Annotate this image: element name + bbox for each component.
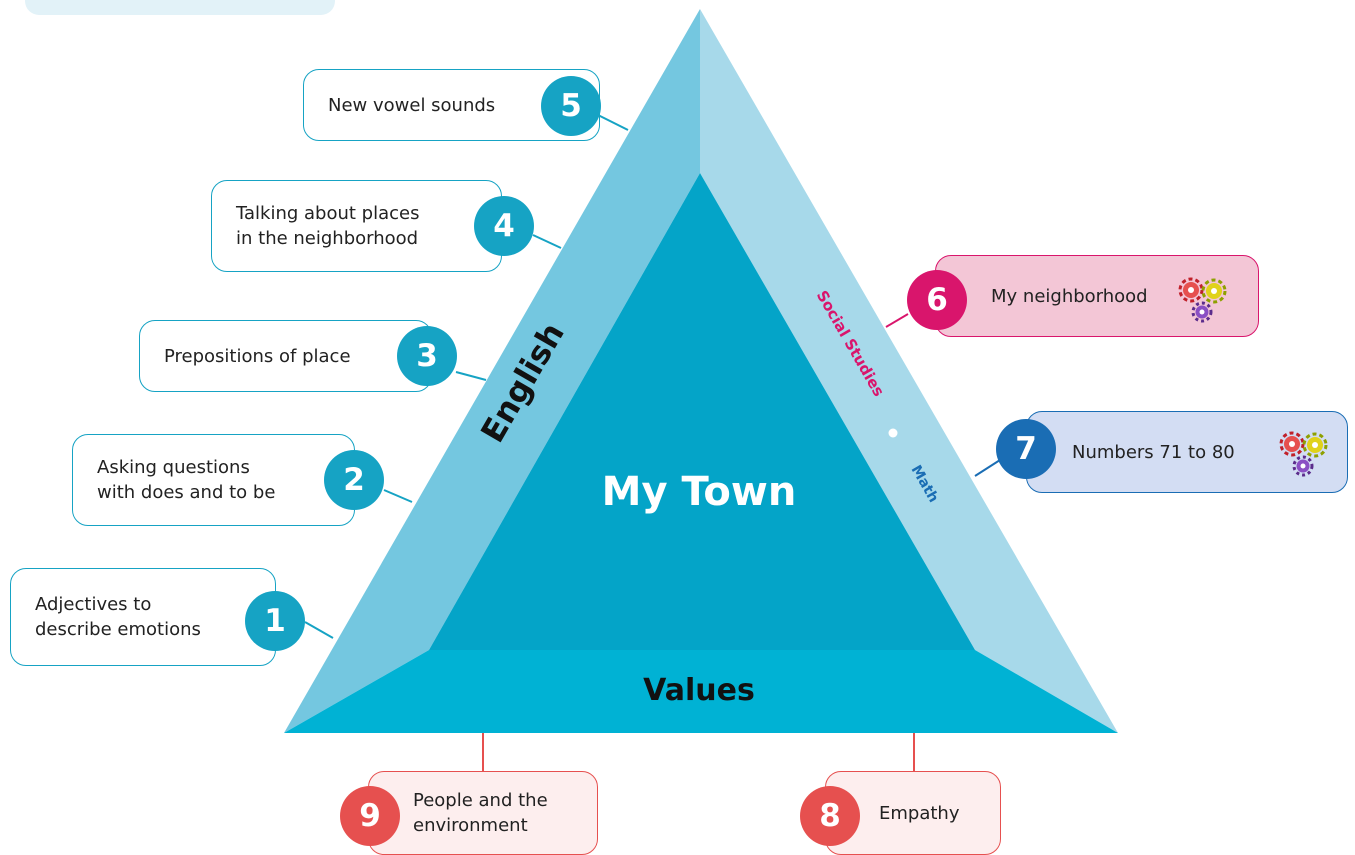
english-side <box>284 9 700 733</box>
topic-5-box: New vowel sounds <box>303 69 600 141</box>
topic-5-text: New vowel sounds <box>328 94 496 116</box>
gears-icon <box>1279 431 1328 477</box>
topic-2-text: Asking questions with does and to be <box>97 457 276 503</box>
subject-separator-dot <box>888 428 898 438</box>
values-label: Values <box>643 673 755 708</box>
topic-9-box: People and the environment <box>368 771 598 855</box>
topic-8-badge: 8 <box>800 786 860 846</box>
topic-2-box: Asking questions with does and to be <box>72 434 355 526</box>
topic-7-box: Numbers 71 to 80 <box>1026 411 1348 493</box>
center-face <box>429 173 975 650</box>
center-title: My Town <box>602 469 797 515</box>
topic-6-badge: 6 <box>907 270 967 330</box>
topic-7-badge: 7 <box>996 419 1056 479</box>
topic-8-text: Empathy <box>879 802 960 824</box>
topic-1-badge: 1 <box>245 591 305 651</box>
connectors <box>304 114 1001 772</box>
topic-2-badge: 2 <box>324 450 384 510</box>
topic-6-text: My neighborhood <box>991 285 1148 307</box>
header-tab <box>25 0 335 15</box>
topic-7-text: Numbers 71 to 80 <box>1072 441 1235 463</box>
topic-3-box: Prepositions of place <box>139 320 432 392</box>
topic-4-text: Talking about places in the neighborhood <box>236 203 420 249</box>
topic-3-text: Prepositions of place <box>164 345 351 367</box>
topic-9-badge: 9 <box>340 786 400 846</box>
gears-icon <box>1178 277 1227 323</box>
topic-5-badge: 5 <box>541 76 601 136</box>
right-side <box>700 9 1118 733</box>
values-band <box>284 650 1118 733</box>
topic-1-text: Adjectives to describe emotions <box>35 594 201 640</box>
topic-3-badge: 3 <box>397 326 457 386</box>
topic-9-text: People and the environment <box>413 790 548 836</box>
topic-1-box: Adjectives to describe emotions <box>10 568 276 666</box>
topic-4-box: Talking about places in the neighborhood <box>211 180 502 272</box>
topic-4-badge: 4 <box>474 196 534 256</box>
